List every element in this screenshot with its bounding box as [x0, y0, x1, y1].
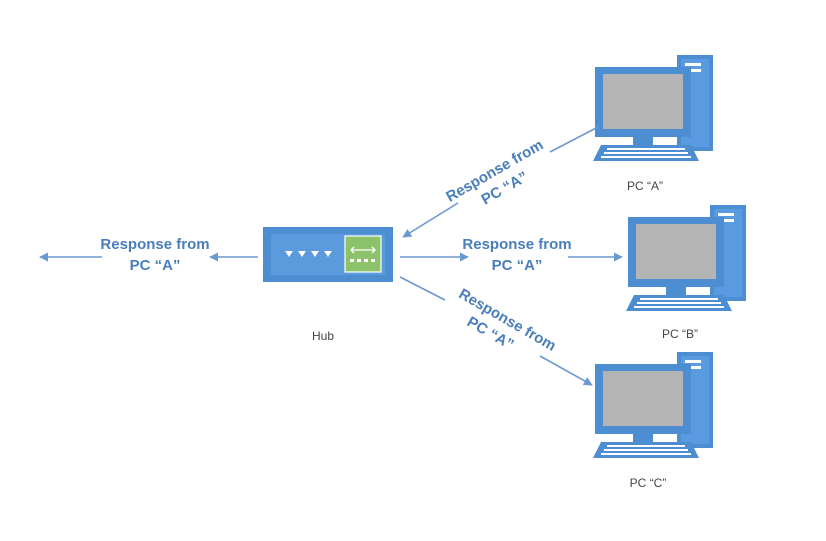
hub-uplink-port: [344, 235, 382, 273]
message-left-line2: PC “A”: [130, 257, 181, 274]
pc-a-icon: [593, 55, 713, 161]
message-to-c: Response from PC “A”: [456, 285, 559, 354]
hub-device: [263, 227, 393, 282]
message-left-line1: Response from: [100, 236, 209, 253]
hub-label: Hub: [312, 329, 334, 343]
message-from-a: Response from PC “A”: [443, 136, 546, 208]
bidirectional-arrow-icon: [350, 246, 376, 254]
arrow-hub-to-pc-c: [399, 276, 593, 386]
pc-b-icon: [626, 205, 746, 311]
pc-c-label: PC “C”: [630, 476, 667, 490]
pc-a-label: PC “A”: [627, 179, 663, 193]
message-to-b: Response from PC “A”: [462, 236, 571, 274]
message-to-b-line1: Response from: [462, 236, 571, 253]
message-left: Response from PC “A”: [100, 236, 209, 274]
hub-port-dots: [350, 259, 375, 262]
message-to-b-line2: PC “A”: [492, 257, 543, 274]
arrow-pc-a-to-hub: [402, 126, 599, 238]
hub-port-leds: [285, 251, 332, 257]
pc-c-icon: [593, 352, 713, 458]
pc-b-label: PC “B”: [662, 327, 698, 341]
